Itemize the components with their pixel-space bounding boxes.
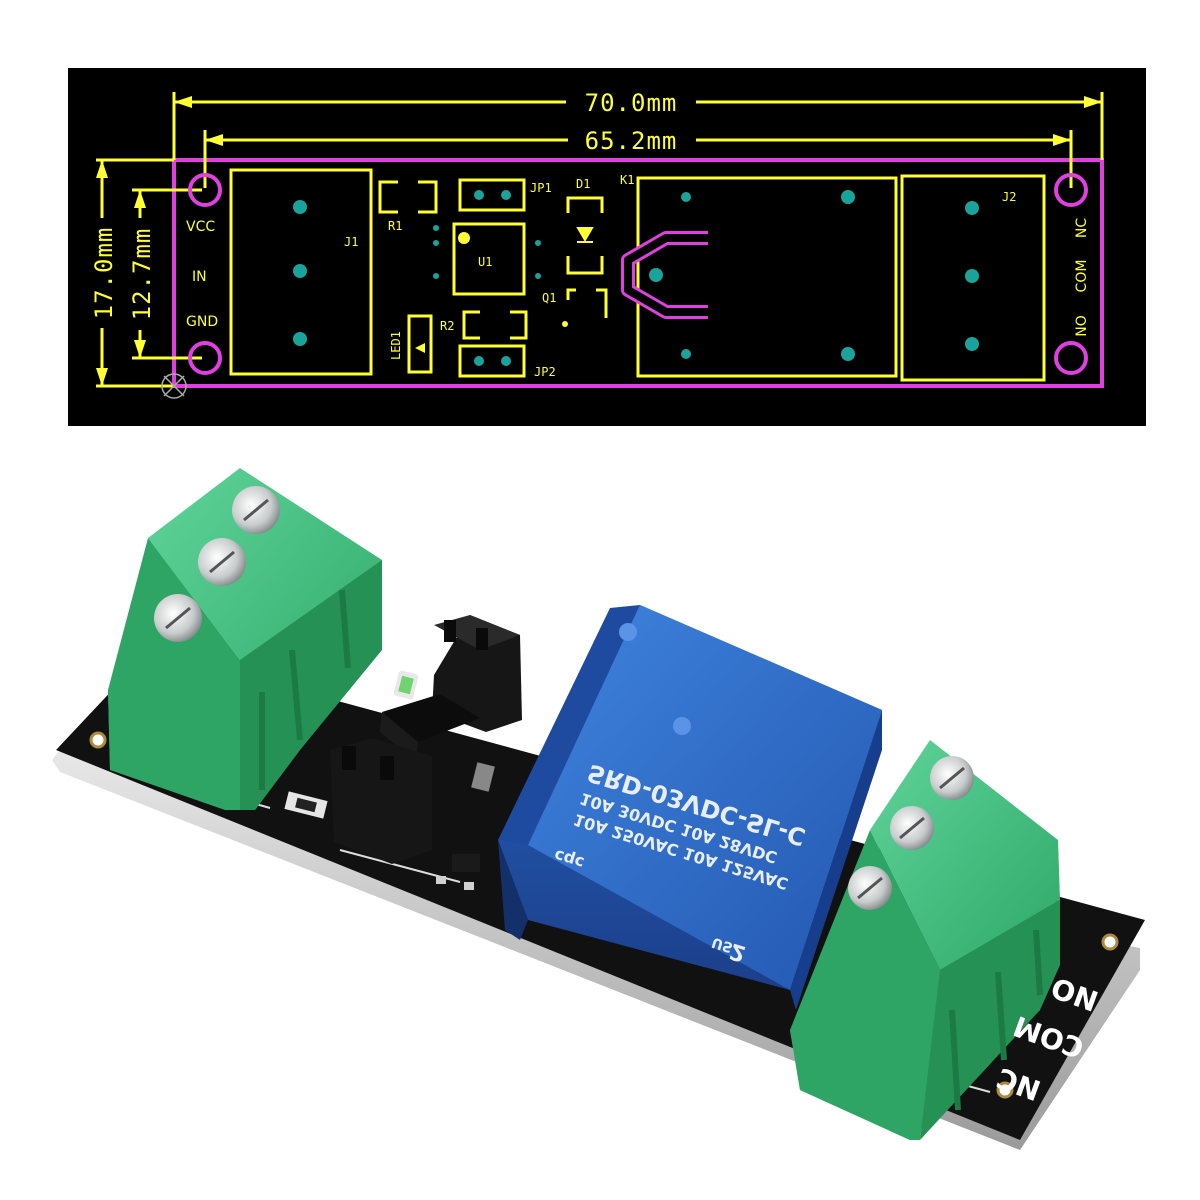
diode-d1-symbol: [576, 227, 594, 243]
terminal-j1-pad: [293, 200, 307, 214]
designator-jp1: JP1: [530, 181, 552, 195]
terminal-j1-outline: [229, 168, 373, 376]
jumper-jp1-outline: [458, 178, 526, 212]
designator-u1: U1: [478, 255, 492, 269]
designator-j1: J1: [344, 235, 358, 249]
designator-led1: LED1: [389, 331, 403, 360]
dimension-hole-spacing-y-label: 12.7mm: [128, 228, 156, 321]
jumper-jp2-outline: [458, 344, 526, 378]
terminal-block-output: [790, 740, 1060, 1140]
mounting-hole: [1054, 173, 1088, 207]
chip-u1-pad: [535, 273, 541, 279]
designator-j2: J2: [1002, 190, 1016, 204]
board-outline: [172, 158, 1104, 388]
diode-d1-outline: [566, 196, 604, 275]
terminal-j2-pad: [965, 269, 979, 283]
board-mounting-hole: [1101, 933, 1119, 951]
mounting-hole: [1054, 341, 1088, 375]
led-led1-polarity-marker: [415, 343, 425, 353]
smd-transistor: [436, 854, 480, 890]
chip-u1-pad: [433, 225, 439, 231]
pin-label-in: IN: [192, 269, 207, 285]
relay-marking-line2: US: [710, 934, 735, 956]
transistor-q1-outline: [566, 288, 608, 318]
led-led1-outline: [407, 314, 433, 374]
board-mounting-hole: [996, 1081, 1014, 1099]
terminal-j2-outline: [900, 174, 1046, 382]
mounting-hole: [188, 341, 222, 375]
relay-markings: 2 US 10A 250VAC 10A 125VAC 10A 30VDC 10A…: [552, 758, 809, 966]
dimension-height-overall-label: 17.0mm: [90, 227, 118, 320]
terminal-j1-pad: [293, 332, 307, 346]
pin-label-nc: NC: [1074, 218, 1090, 238]
led-indicator: [393, 670, 419, 700]
transistor-q1-pad: [562, 321, 568, 327]
smd-resistor: [284, 791, 328, 819]
relay-marking-line1: 2: [727, 938, 749, 966]
jumper-jp2-pad: [474, 356, 484, 366]
resistor-r1-outline: [378, 180, 438, 214]
relay-k1-pad: [681, 192, 691, 202]
designator-d1: D1: [576, 177, 590, 191]
mounting-holes: [188, 173, 1088, 375]
board-mounting-holes: [89, 731, 1119, 1099]
designator-q1: Q1: [542, 291, 556, 305]
relay-k1-pad: [649, 268, 663, 282]
designator-r1: R1: [388, 219, 402, 233]
pin-label-vcc: VCC: [186, 219, 215, 235]
chip-u1-pad: [433, 273, 439, 279]
pin-label-no: NO: [1074, 315, 1090, 337]
mounting-hole: [188, 173, 222, 207]
relay-k1-outline: [636, 176, 898, 378]
relay-k1-pad: [841, 190, 855, 204]
pin-label-gnd: GND: [186, 314, 218, 330]
relay-pin-marker: [619, 623, 637, 641]
chip-u1-outline: [452, 222, 526, 296]
resistor-r2-outline: [462, 310, 528, 340]
dimension-width-overall-label: 70.0mm: [585, 89, 678, 117]
pcb-dimension-diagram: 70.0mm 65.2mm 17.0mm 12.7mm: [68, 68, 1146, 426]
relay-k1-pad: [681, 349, 691, 359]
origin-marker: [161, 373, 187, 399]
board-mounting-hole: [89, 731, 107, 749]
terminal-block-input: [108, 468, 382, 810]
relay-pin-marker: [673, 717, 691, 735]
chip-u1-pin1-marker: [458, 232, 470, 244]
designator-k1: K1: [620, 173, 634, 187]
chip-u1-pad: [433, 240, 439, 246]
jumper-jp1-pad: [474, 190, 484, 200]
relay-module-photo: 2 US 10A 250VAC 10A 125VAC 10A 30VDC 10A…: [52, 468, 1145, 1150]
dimension-hole-spacing-x-label: 65.2mm: [585, 127, 678, 155]
terminal-j2-pad: [965, 201, 979, 215]
smd-diode: [471, 762, 495, 792]
designator-r2: R2: [440, 319, 454, 333]
terminal-j2-pad: [965, 337, 979, 351]
relay-k1-pad: [841, 347, 855, 361]
designator-jp2: JP2: [534, 365, 556, 379]
jumper-jp2-pad: [501, 356, 511, 366]
jumper-jp2[interactable]: [330, 738, 432, 864]
relay-k1: [498, 605, 882, 1010]
pin-label-com: COM: [1074, 260, 1090, 293]
jumper-jp1-pad: [501, 190, 511, 200]
terminal-j1-pad: [293, 264, 307, 278]
chip-u1-pad: [535, 240, 541, 246]
